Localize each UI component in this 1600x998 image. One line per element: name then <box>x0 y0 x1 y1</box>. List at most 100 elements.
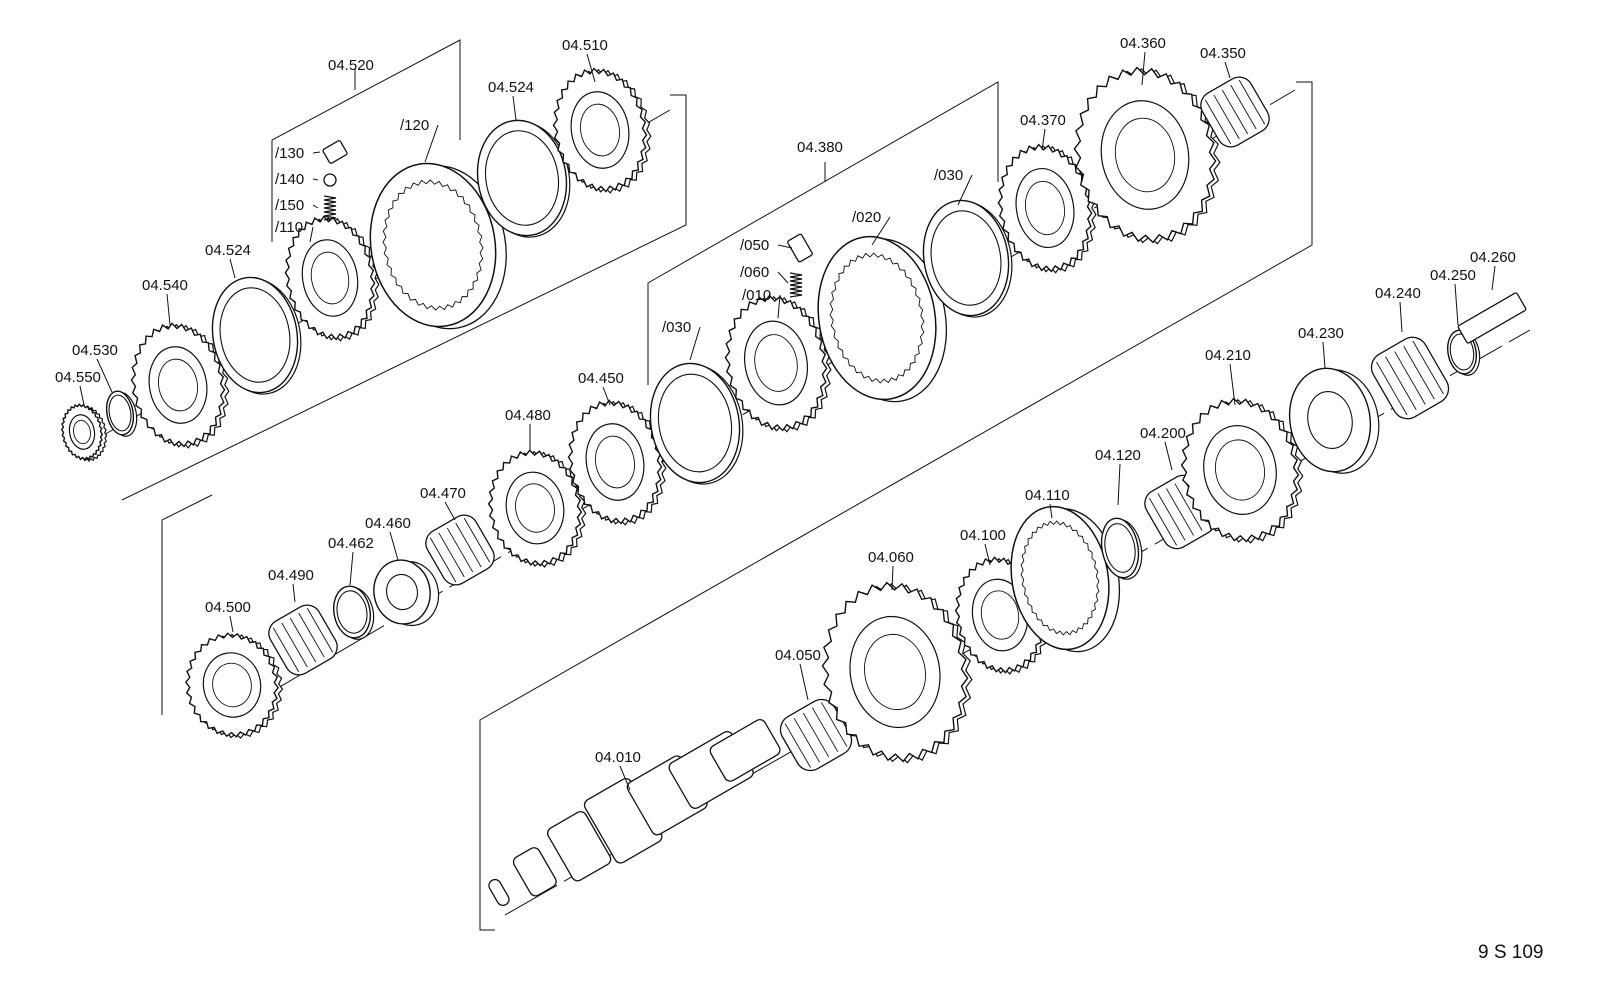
bushing-04-460-icon <box>373 559 440 627</box>
label-synchro-body-110: /110 <box>275 219 303 236</box>
label-needle-bearing-04-240: 04.240 <box>1375 285 1421 302</box>
leader-line <box>312 204 319 209</box>
needle-bearing-04-350-icon <box>1200 76 1270 148</box>
gear-04-540-icon <box>130 322 230 449</box>
leader-line <box>229 615 234 633</box>
synchro-body-010-icon <box>724 294 832 433</box>
sliding-sleeve-020-icon <box>817 235 948 403</box>
gear-04-210-icon <box>1180 397 1304 544</box>
axis-lines <box>94 89 1531 916</box>
label-synchro-ring-04-524-b: 04.524 <box>488 79 534 96</box>
drawing-code: 9 S 109 <box>1478 942 1544 963</box>
labels-layer: 04.55004.53004.54004.524/110/150/140/130… <box>55 35 1516 791</box>
needle-bearing-04-470-icon <box>425 514 495 586</box>
needle-bearing-04-240-icon <box>1370 336 1450 420</box>
label-synchro-ring-030-b: /030 <box>934 167 963 184</box>
leader-line <box>984 543 991 566</box>
label-thrust-piece-130: /130 <box>275 145 304 162</box>
leader-line <box>1224 61 1231 79</box>
label-gear-04-370: 04.370 <box>1020 112 1066 129</box>
synchro-ring-030-icon <box>649 362 744 485</box>
gear-04-360-icon <box>1073 66 1221 245</box>
leader-line <box>957 174 973 206</box>
leader-line <box>586 53 596 83</box>
label-main-shaft-04-010: 04.010 <box>595 749 641 766</box>
ball-140-icon <box>323 173 337 187</box>
main-shaft-04-010-icon <box>488 719 781 907</box>
label-thrust-piece-050: /050 <box>740 237 769 254</box>
leader-line <box>96 358 113 393</box>
label-gear-04-510: 04.510 <box>562 37 608 54</box>
label-gear-04-060: 04.060 <box>868 549 914 566</box>
group-frame-04-520 <box>121 39 687 501</box>
leader-line <box>1117 463 1121 506</box>
group-label-04-520: 04.520 <box>328 57 374 74</box>
gear-04-500-icon <box>184 632 284 739</box>
label-snap-ring-04-120: 04.120 <box>1095 447 1141 464</box>
snap-ring-04-462-icon <box>333 585 375 640</box>
leader-line <box>389 531 399 561</box>
leader-line <box>777 271 789 284</box>
label-needle-bearing-04-050: 04.050 <box>775 647 821 664</box>
group-label-04-380: 04.380 <box>797 139 843 156</box>
leader-line <box>1164 441 1173 471</box>
leader-line <box>1041 128 1046 151</box>
pin-04-260-icon <box>1457 292 1527 344</box>
label-spring-150: /150 <box>275 197 304 214</box>
label-snap-ring-04-530: 04.530 <box>72 342 118 359</box>
needle-bearing-04-050-icon <box>779 698 853 772</box>
gear-04-060-icon <box>821 581 973 764</box>
label-gear-04-100: 04.100 <box>960 527 1006 544</box>
snap-ring-04-530-icon <box>105 390 138 437</box>
leader-line <box>312 151 321 154</box>
needle-bearing-04-490-icon <box>268 604 338 676</box>
sleeve-04-110-icon <box>1010 505 1121 653</box>
label-snap-ring-04-250: 04.250 <box>1430 267 1476 284</box>
leader-line <box>166 293 171 326</box>
gear-04-480-icon <box>487 449 587 568</box>
leader-line <box>1491 265 1496 291</box>
label-gear-04-210: 04.210 <box>1205 347 1251 364</box>
leader-line <box>871 216 891 246</box>
leader-line <box>424 124 439 163</box>
leader-line <box>1141 51 1146 86</box>
leader-line <box>312 178 319 181</box>
leader-line <box>292 583 296 603</box>
synchro-ring-04-524-b-icon <box>476 119 571 238</box>
label-needle-bearing-04-490: 04.490 <box>268 567 314 584</box>
group-frame-04-380 <box>161 81 1313 931</box>
label-gear-04-500: 04.500 <box>205 599 251 616</box>
synchro-ring-030-b-icon <box>922 199 1013 318</box>
label-bearing-04-230: 04.230 <box>1298 325 1344 342</box>
label-synchro-ring-030: /030 <box>662 319 691 336</box>
leader-line <box>1322 341 1326 369</box>
leader-line <box>1229 363 1236 406</box>
label-gear-04-550: 04.550 <box>55 369 101 386</box>
label-gear-04-360: 04.360 <box>1120 35 1166 52</box>
label-snap-ring-04-462: 04.462 <box>328 535 374 552</box>
label-pin-04-260: 04.260 <box>1470 249 1516 266</box>
parts-layer <box>60 66 1527 907</box>
leader-line <box>229 258 236 279</box>
label-spring-060: /060 <box>740 264 769 281</box>
thrust-piece-050-icon <box>787 233 813 263</box>
leader-line <box>689 326 701 361</box>
label-sliding-sleeve-120: /120 <box>400 117 429 134</box>
leader-line <box>777 244 793 249</box>
snap-ring-04-120-icon <box>1100 517 1143 580</box>
synchro-body-110-icon <box>284 215 380 342</box>
gear-04-450-icon <box>567 399 667 526</box>
leader-line <box>1399 301 1403 333</box>
label-needle-bearing-04-470: 04.470 <box>420 485 466 502</box>
gear-04-510-icon <box>552 67 652 194</box>
label-bushing-04-460: 04.460 <box>365 515 411 532</box>
leader-line <box>512 95 517 121</box>
spring-060-icon <box>789 272 803 298</box>
leader-line <box>619 765 631 791</box>
label-sleeve-04-110: 04.110 <box>1025 487 1070 504</box>
leader-line <box>1454 283 1459 326</box>
label-synchro-body-010: /010 <box>742 287 771 304</box>
leader-line <box>309 226 314 243</box>
synchro-ring-04-524-icon <box>211 276 302 395</box>
leader-line <box>444 501 456 521</box>
